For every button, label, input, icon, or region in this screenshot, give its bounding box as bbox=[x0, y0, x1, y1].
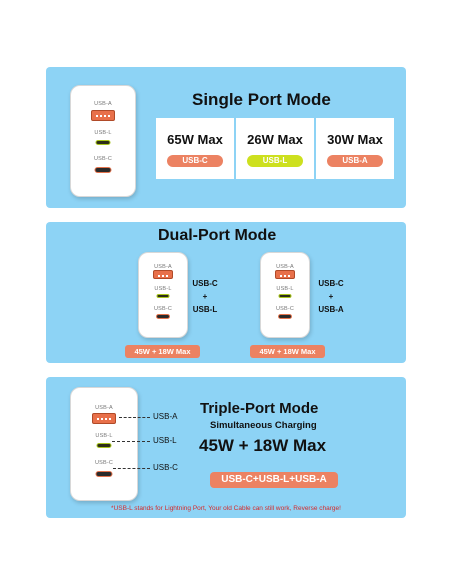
port-label-usb-a: USB-A bbox=[94, 101, 112, 107]
port-combo-right: USB-C + USB-A bbox=[314, 277, 348, 316]
usb-l-port bbox=[96, 443, 112, 448]
watt-label: 26W Max bbox=[247, 132, 303, 147]
dual-port-title: Dual-Port Mode bbox=[158, 227, 277, 244]
triple-port-subtitle: Simultaneous Charging bbox=[210, 420, 317, 431]
port-label-usb-a: USB-A bbox=[154, 264, 172, 270]
power-pill-right: 45W + 18W Max bbox=[250, 345, 325, 358]
combo-port-1: USB-C bbox=[318, 279, 344, 288]
port-label-usb-a: USB-A bbox=[95, 405, 113, 411]
port-tag-usb-a: USB-A bbox=[327, 155, 383, 167]
combo-plus: + bbox=[202, 292, 208, 301]
charger-image-left: USB-A USB-L USB-C bbox=[138, 252, 188, 338]
port-tag-usb-c: USB-C bbox=[167, 155, 223, 167]
usb-l-port bbox=[156, 294, 170, 298]
usb-a-port bbox=[91, 110, 115, 121]
leader-line-usb-l bbox=[112, 441, 150, 442]
leader-label-usb-a: USB-A bbox=[153, 412, 178, 421]
leader-label-usb-l: USB-L bbox=[153, 436, 177, 445]
port-label-usb-a: USB-A bbox=[276, 264, 294, 270]
combo-port-2: USB-A bbox=[318, 305, 344, 314]
port-label-usb-c: USB-C bbox=[153, 306, 173, 312]
port-tag-usb-l: USB-L bbox=[247, 155, 303, 167]
combo-port-2: USB-L bbox=[192, 305, 218, 314]
usb-l-port bbox=[95, 140, 111, 145]
power-pill-left: 45W + 18W Max bbox=[125, 345, 200, 358]
triple-port-power: 45W + 18W Max bbox=[199, 436, 327, 455]
triple-port-title: Triple-Port Mode bbox=[200, 400, 319, 417]
usb-c-port bbox=[156, 314, 170, 319]
charger-image: USB-A USB-L USB-C bbox=[70, 387, 138, 501]
watt-label: 30W Max bbox=[327, 132, 383, 147]
combo-port-1: USB-C bbox=[192, 279, 218, 288]
mode-box-usb-a: 30W Max USB-A bbox=[316, 118, 394, 179]
port-label-usb-l: USB-L bbox=[154, 286, 172, 292]
usb-a-port bbox=[275, 270, 295, 279]
charger-image: USB-A USB-L USB-C bbox=[70, 85, 136, 197]
port-label-usb-l: USB-L bbox=[95, 433, 113, 439]
port-label-usb-l: USB-L bbox=[276, 286, 294, 292]
usb-a-port bbox=[153, 270, 173, 279]
mode-box-usb-l: 26W Max USB-L bbox=[236, 118, 314, 179]
charger-image-right: USB-A USB-L USB-C bbox=[260, 252, 310, 338]
single-port-panel: USB-A USB-L USB-C Single Port Mode 65W M… bbox=[46, 67, 406, 208]
dual-port-panel: Dual-Port Mode USB-A USB-L USB-C USB-C +… bbox=[46, 222, 406, 363]
triple-port-panel: USB-A USB-L USB-C USB-A USB-L USB-C Trip… bbox=[46, 377, 406, 518]
usb-c-port bbox=[278, 314, 292, 319]
port-combo-left: USB-C + USB-L bbox=[188, 277, 222, 316]
usb-a-port bbox=[92, 413, 116, 424]
usb-l-port bbox=[278, 294, 292, 298]
leader-line-usb-a bbox=[119, 417, 150, 418]
watt-label: 65W Max bbox=[167, 132, 223, 147]
port-label-usb-c: USB-C bbox=[94, 460, 114, 466]
single-port-title: Single Port Mode bbox=[192, 90, 331, 109]
usb-c-port bbox=[95, 471, 113, 477]
port-label-usb-l: USB-L bbox=[94, 130, 112, 136]
triple-port-pill: USB-C+USB-L+USB-A bbox=[210, 472, 338, 488]
leader-line-usb-c bbox=[113, 468, 150, 469]
port-label-usb-c: USB-C bbox=[93, 156, 113, 162]
usb-c-port bbox=[94, 167, 112, 173]
leader-label-usb-c: USB-C bbox=[153, 463, 178, 472]
footnote: *USB-L stands for Lightning Port, Your o… bbox=[111, 505, 341, 512]
combo-plus: + bbox=[328, 292, 334, 301]
mode-box-usb-c: 65W Max USB-C bbox=[156, 118, 234, 179]
port-label-usb-c: USB-C bbox=[275, 306, 295, 312]
